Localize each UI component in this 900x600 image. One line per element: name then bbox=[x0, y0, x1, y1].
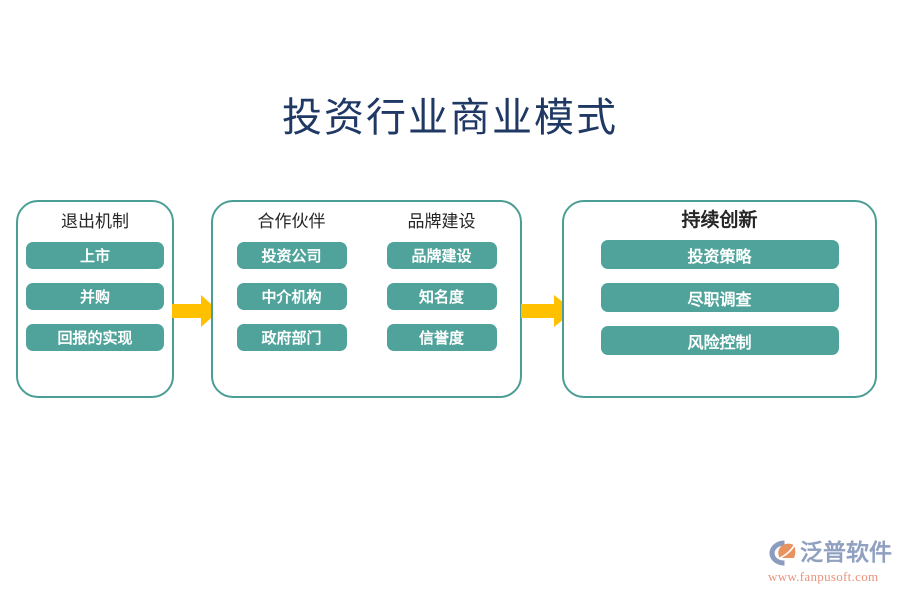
chip-item[interactable]: 上市 bbox=[26, 242, 164, 269]
chip-item[interactable]: 投资公司 bbox=[236, 242, 347, 269]
panel-continuous-innovation: 持续创新 投资策略 尽职调查 风险控制 bbox=[562, 200, 877, 398]
chip-item[interactable]: 政府部门 bbox=[236, 324, 347, 351]
arrow-right-icon bbox=[172, 294, 220, 328]
chip-item[interactable]: 投资策略 bbox=[600, 240, 839, 269]
page-title: 投资行业商业模式 bbox=[282, 95, 618, 140]
logo-website-url: www.fanpusoft.com bbox=[768, 569, 879, 584]
brand-logo: 泛普软件 www.fanpusoft.com bbox=[768, 538, 892, 586]
logo-wordmark: 泛普软件 bbox=[800, 540, 892, 565]
logo-row: 泛普软件 bbox=[768, 538, 892, 568]
panel-exit-mechanism: 退出机制 上市 并购 回报的实现 bbox=[16, 200, 174, 398]
chip-item[interactable]: 并购 bbox=[26, 283, 164, 310]
column-partners: 合作伙伴 投资公司 中介机构 政府部门 bbox=[236, 212, 347, 396]
panel-content: 合作伙伴 投资公司 中介机构 政府部门 品牌建设 品牌建设 知名度 信誉度 bbox=[213, 202, 520, 396]
column-header: 持续创新 bbox=[681, 210, 758, 231]
panel-partners-brand: 合作伙伴 投资公司 中介机构 政府部门 品牌建设 品牌建设 知名度 信誉度 bbox=[211, 200, 522, 398]
column-header: 合作伙伴 bbox=[257, 212, 326, 231]
chip-item[interactable]: 风险控制 bbox=[600, 326, 839, 355]
panel-content: 持续创新 投资策略 尽职调查 风险控制 bbox=[564, 202, 875, 396]
panel-content: 退出机制 上市 并购 回报的实现 bbox=[18, 202, 172, 396]
column-brand-building: 品牌建设 品牌建设 知名度 信誉度 bbox=[386, 212, 497, 396]
column-header: 退出机制 bbox=[61, 212, 129, 231]
chip-item[interactable]: 中介机构 bbox=[236, 283, 347, 310]
chip-item[interactable]: 知名度 bbox=[386, 283, 497, 310]
chip-item[interactable]: 尽职调查 bbox=[600, 283, 839, 312]
chip-item[interactable]: 信誉度 bbox=[386, 324, 497, 351]
chip-item[interactable]: 品牌建设 bbox=[386, 242, 497, 269]
column-header: 品牌建设 bbox=[407, 212, 476, 231]
column-continuous-innovation: 持续创新 投资策略 尽职调查 风险控制 bbox=[564, 211, 875, 396]
column-exit-mechanism: 退出机制 上市 并购 回报的实现 bbox=[18, 212, 172, 396]
chip-item[interactable]: 回报的实现 bbox=[26, 324, 164, 351]
arrow-right-icon bbox=[521, 294, 575, 328]
fanpu-logo-mark-icon bbox=[768, 539, 798, 567]
